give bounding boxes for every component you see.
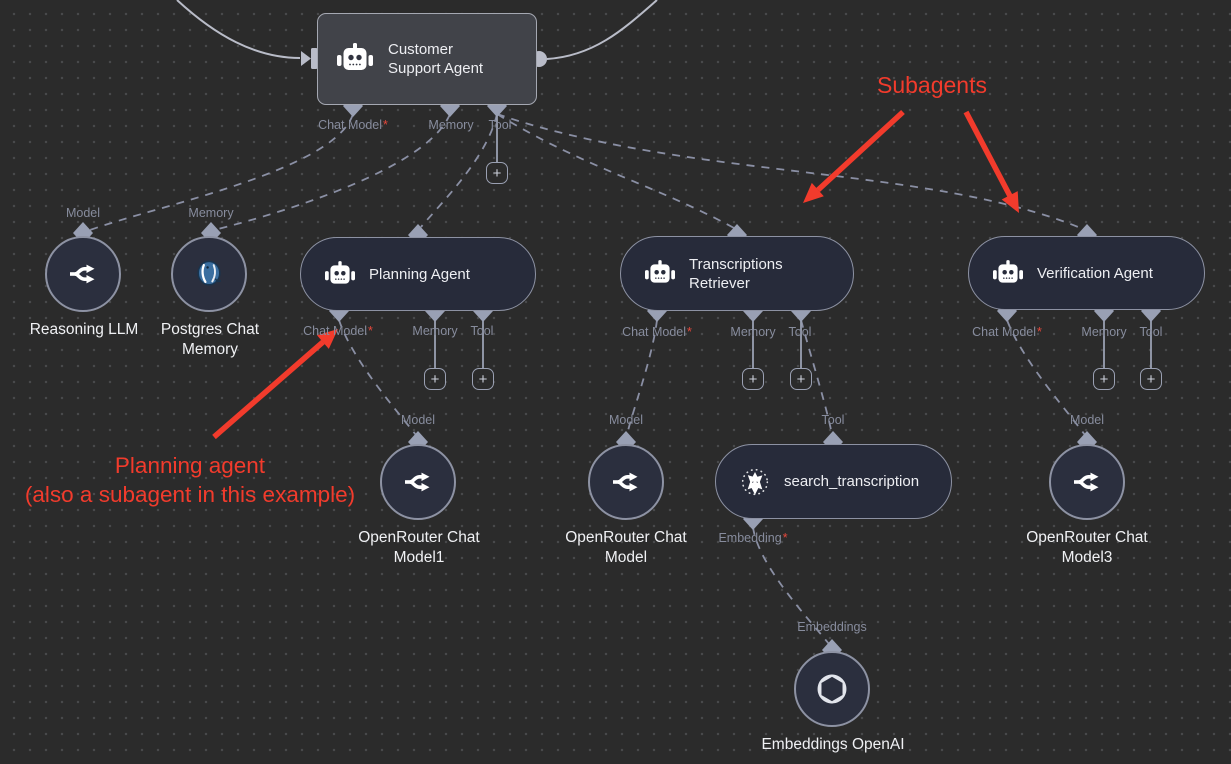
add-tool-button[interactable]: + [790,368,812,390]
node-planning-agent[interactable]: Planning Agent [300,237,536,311]
add-memory-button[interactable]: + [742,368,764,390]
add-tool-button[interactable]: + [1140,368,1162,390]
port-label-memory: Memory [428,118,474,132]
add-memory-button[interactable]: + [1093,368,1115,390]
edge-csa-tool-planning-agent[interactable] [420,113,498,228]
annotation-subagents: Subagents [877,72,987,98]
port-label-memory: Memory [412,324,458,338]
robot-icon [993,259,1023,283]
node-label-openrouter-chat-model1: OpenRouter Chat Model1 [358,529,480,566]
node-label-reasoning-llm: Reasoning LLM [29,321,139,338]
openrouter-icon [70,264,95,284]
robot-icon [325,260,355,284]
annotation-arrow-planning [212,339,325,440]
node-embeddings-openai[interactable] [794,651,870,727]
port-label-memory: Memory [1081,325,1127,339]
node-title: Planning Agent [369,265,470,283]
edge-csa-memory-postgres[interactable] [217,113,451,230]
node-title: Verification Agent [1037,264,1153,282]
port-label-tool: Tool [1139,325,1163,339]
add-tool-button[interactable]: + [486,162,508,184]
edge-csa-chatmodel-reasoning-llm[interactable] [89,113,354,231]
edge-transcriptions-chatmodel-openrouter[interactable] [626,319,658,436]
scatter-arrows-icon [741,468,769,495]
node-verification-agent[interactable]: Verification Agent [968,236,1205,310]
node-openrouter-chat-model[interactable] [588,444,664,520]
annotation-arrowhead-subagent-right [1001,191,1019,213]
robot-icon [337,43,373,70]
node-search-transcription[interactable]: search_transcription [715,444,952,519]
add-tool-button[interactable]: + [472,368,494,390]
robot-icon [645,260,675,283]
node-label-openrouter-chat-model: OpenRouter Chat Model [565,529,687,566]
port-label-tool: Tool [470,324,494,338]
port-label-model: Model [608,413,644,427]
port-label-tool: Tool [788,325,812,339]
port-label-tool: Tool [821,413,845,427]
node-transcriptions-retriever[interactable]: Transcriptions Retriever [620,236,854,311]
annotation-arrowhead-planning [317,329,338,349]
node-customer-support-agent[interactable]: Customer Support Agent [317,13,537,105]
port-label-tool: Tool [488,118,512,132]
edge-planning-chatmodel-openrouter1[interactable] [338,319,417,436]
port-label-chat-model: Chat Model* [303,324,373,338]
port-label-memory: Memory [188,206,234,220]
port-label-memory: Memory [730,325,776,339]
openrouter-icon [1074,472,1099,492]
node-label-embeddings-openai: Embeddings OpenAI [761,736,905,753]
annotation-arrow-subagent-right [963,110,1013,198]
node-title: Transcriptions Retriever [689,255,783,292]
node-title: Customer Support Agent [388,41,484,77]
input-arrow-icon [301,51,311,66]
port-label-model: Model [400,413,436,427]
annotation-planning-agent-line1: Planning agent [114,453,266,478]
openrouter-icon [405,472,430,492]
node-postgres-chat-memory[interactable] [171,236,247,312]
postgresql-icon [197,260,221,286]
port-label-model: Model [1069,413,1105,427]
port-label-chat-model: Chat Model* [622,325,692,339]
edge-verification-chatmodel-openrouter3[interactable] [1006,319,1086,436]
openrouter-icon [613,472,638,492]
port-label-chat-model: Chat Model* [318,118,388,132]
node-openrouter-chat-model3[interactable] [1049,444,1125,520]
node-label-postgres-chat-memory: Postgres Chat Memory [160,321,260,358]
edge-csa-tool-transcriptions-retriever[interactable] [496,113,735,229]
port-label-chat-model: Chat Model* [972,325,1042,339]
add-memory-button[interactable]: + [424,368,446,390]
annotation-planning-agent-line2: (also a subagent in this example) [24,482,356,507]
annotation-arrowhead-subagent-left [803,182,824,203]
port-label-model: Model [65,206,101,220]
edge-main-input[interactable] [176,0,301,59]
node-title: search_transcription [784,473,920,490]
node-reasoning-llm[interactable] [45,236,121,312]
edge-main-output[interactable] [546,0,658,60]
edge-search-embedding-openai[interactable] [752,526,830,645]
port-label-embedding: Embedding* [718,531,788,545]
port-label-embeddings: Embeddings [797,620,867,634]
annotation-arrow-subagent-left [816,109,905,193]
edge-transcriptions-tool-search[interactable] [800,319,833,436]
openai-icon [817,674,847,704]
input-port-bar[interactable] [311,48,318,69]
node-label-openrouter-chat-model3: OpenRouter Chat Model3 [1026,529,1148,566]
node-openrouter-chat-model1[interactable] [380,444,456,520]
